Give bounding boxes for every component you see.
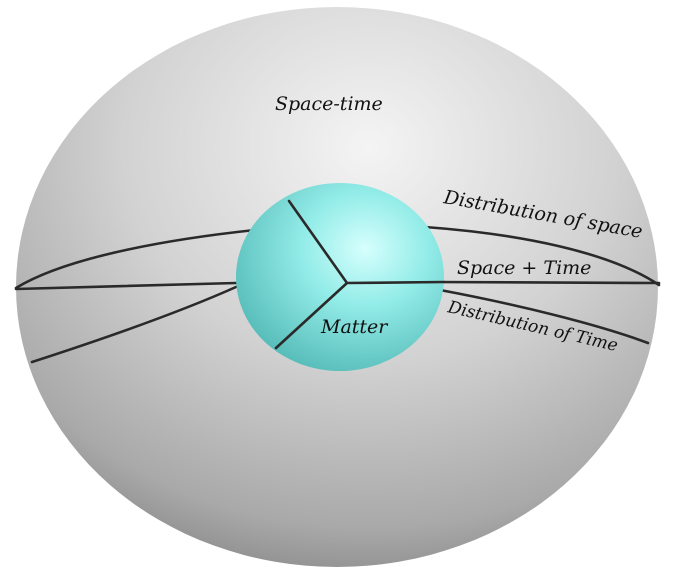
- distribution-of-space-curve: [14, 225, 661, 290]
- matter-branch-lines: [274, 199, 446, 350]
- distribution-of-time-curve: [30, 285, 650, 364]
- space-plus-time-line: [14, 280, 661, 291]
- space-plus-time-label: Space + Time: [457, 257, 591, 279]
- matter-sphere: [236, 183, 444, 371]
- space-time-label: Space-time: [275, 93, 383, 115]
- matter-label: Matter: [320, 316, 389, 338]
